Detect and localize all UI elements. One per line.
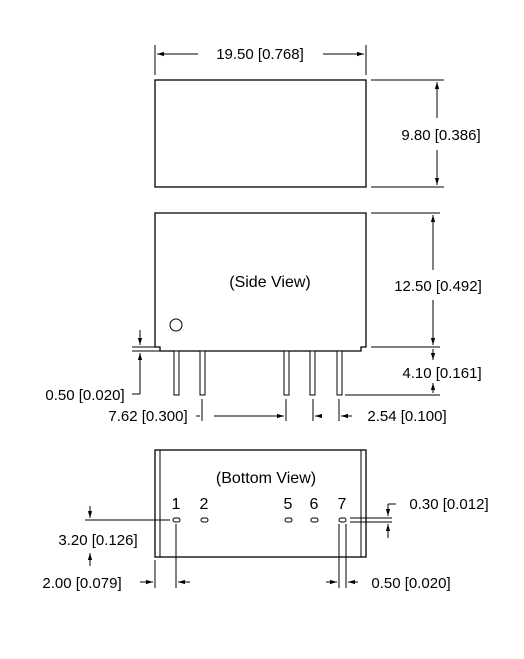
pin-label-2: 2 (200, 496, 209, 513)
side-pin-2 (199, 350, 206, 396)
bottom-edge-offset-dim: 2.00 [0.079] (42, 575, 121, 592)
pin1-marker-dot (169, 318, 183, 332)
side-view: (Side View) 12.50 [0.492] 4.10 [0.161] 0… (45, 212, 482, 425)
bottom-pin-width-dim: 0.50 [0.020] (371, 575, 450, 592)
bottom-view-title: (Bottom View) (216, 470, 316, 487)
pin-label-7: 7 (338, 496, 347, 513)
side-pin-1 (173, 350, 180, 396)
side-view-body (154, 212, 367, 352)
bottom-pin-6 (310, 517, 319, 523)
pin-label-6: 6 (310, 496, 319, 513)
pin-label-1: 1 (172, 496, 181, 513)
bottom-row-offset-dim: 3.20 [0.126] (58, 532, 137, 549)
bottom-pin-2 (200, 517, 209, 523)
top-width-dim: 19.50 [0.768] (216, 46, 304, 63)
bottom-pin-thickness-dim: 0.30 [0.012] (409, 496, 488, 513)
side-standoff-dim: 0.50 [0.020] (45, 387, 124, 404)
side-view-title: (Side View) (229, 274, 311, 291)
bottom-pin-1 (172, 517, 181, 523)
side-pin-span-dim: 7.62 [0.300] (108, 408, 187, 425)
side-pin-6 (309, 350, 316, 396)
top-view-body (154, 79, 367, 188)
side-body-height-dim: 12.50 [0.492] (394, 278, 482, 295)
bottom-view: (Bottom View) 1 2 5 6 7 3.20 [0.126] 2.0… (42, 449, 489, 592)
top-view: 19.50 [0.768] 9.80 [0.386] (154, 45, 481, 188)
top-height-dim: 9.80 [0.386] (401, 127, 480, 144)
bottom-pin-7 (338, 517, 347, 523)
side-pin-7 (336, 350, 343, 396)
pin-label-5: 5 (284, 496, 293, 513)
side-pin-pitch-dim: 2.54 [0.100] (367, 408, 446, 425)
side-pin-5 (283, 350, 290, 396)
bottom-view-body (154, 449, 367, 558)
bottom-pin-5 (284, 517, 293, 523)
side-pin-length-dim: 4.10 [0.161] (402, 365, 481, 382)
